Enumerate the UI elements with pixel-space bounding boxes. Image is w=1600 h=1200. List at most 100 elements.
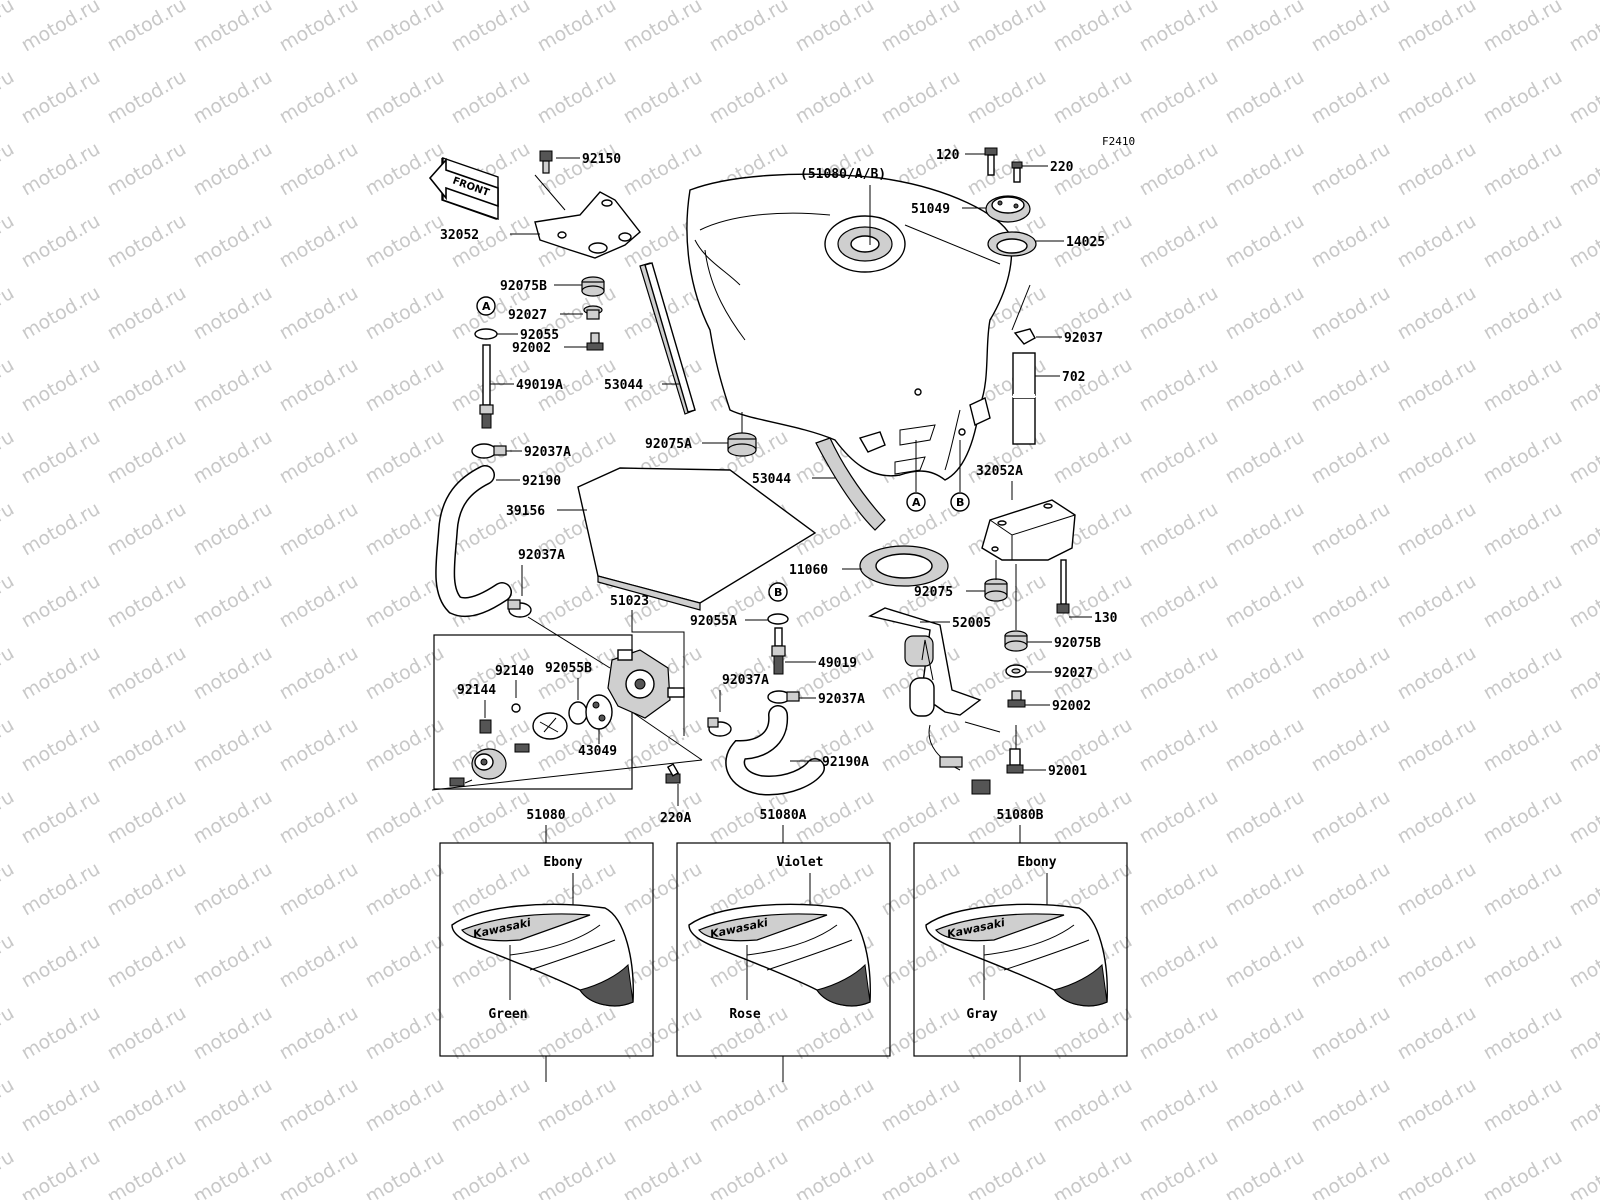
watermark-text: motod.ru <box>706 66 792 129</box>
watermark-text: motod.ru <box>276 210 362 273</box>
watermark-text: motod.ru <box>1394 498 1480 561</box>
watermark-text: motod.ru <box>104 642 190 705</box>
watermark-text: motod.ru <box>706 1074 792 1137</box>
label-92075: 92075 <box>914 585 953 600</box>
watermark-text: motod.ru <box>448 1146 534 1200</box>
watermark-text: motod.ru <box>1566 498 1600 561</box>
watermark-text: motod.ru <box>190 714 276 777</box>
watermark-text: motod.ru <box>534 1002 620 1065</box>
variant-frame <box>676 842 891 1057</box>
label-92140: 92140 <box>495 664 534 679</box>
variant-bottom-color: Rose <box>729 1007 760 1022</box>
variant-top-color: Violet <box>777 855 824 870</box>
variant-part-number: 51080A <box>760 808 807 823</box>
watermark-text: motod.ru <box>104 210 190 273</box>
watermark-text: motod.ru <box>534 1074 620 1137</box>
watermark-text: motod.ru <box>104 426 190 489</box>
watermark-text: motod.ru <box>1480 1002 1566 1065</box>
watermark-text: motod.ru <box>18 354 104 417</box>
watermark-text: motod.ru <box>0 210 18 273</box>
watermark-text: motod.ru <box>1480 498 1566 561</box>
clamp-92037a-mid-icon <box>767 690 800 704</box>
watermark-text: motod.ru <box>190 1074 276 1137</box>
watermark-text: motod.ru <box>1480 786 1566 849</box>
watermark-text: motod.ru <box>964 0 1050 56</box>
watermark-text: motod.ru <box>1222 66 1308 129</box>
watermark-text: motod.ru <box>0 1002 18 1065</box>
watermark-text: motod.ru <box>190 498 276 561</box>
watermark-text: motod.ru <box>1050 786 1136 849</box>
watermark-text: motod.ru <box>104 1074 190 1137</box>
watermark-text: motod.ru <box>1394 858 1480 921</box>
watermark-text: motod.ru <box>620 1074 706 1137</box>
watermark-text: motod.ru <box>362 786 448 849</box>
pad-53044-left-icon <box>639 262 696 415</box>
watermark-text: motod.ru <box>104 858 190 921</box>
watermark-text: motod.ru <box>1480 1074 1566 1137</box>
variant-frame <box>913 842 1128 1057</box>
label-32052: 32052 <box>440 228 479 243</box>
watermark-text: motod.ru <box>620 1146 706 1200</box>
watermark-text: motod.ru <box>1308 858 1394 921</box>
bolt-92002-left-icon <box>586 332 604 351</box>
screw-220-icon <box>1011 161 1023 183</box>
watermark-text: motod.ru <box>534 66 620 129</box>
watermark-text: motod.ru <box>362 210 448 273</box>
watermark-text: motod.ru <box>362 66 448 129</box>
screw-valve-upper-icon <box>514 743 530 753</box>
watermark-text: motod.ru <box>18 138 104 201</box>
watermark-text: motod.ru <box>276 1002 362 1065</box>
watermark-text: motod.ru <box>0 858 18 921</box>
watermark-text: motod.ru <box>0 282 18 345</box>
variant-bottom-color: Green <box>488 1007 527 1022</box>
watermark-text: motod.ru <box>1136 1002 1222 1065</box>
watermark-text: motod.ru <box>1566 642 1600 705</box>
valve-cover-icon <box>471 748 507 780</box>
label-92055a: 92055A <box>690 614 737 629</box>
watermark-text: motod.ru <box>276 570 362 633</box>
watermark-text: motod.ru <box>1308 1074 1394 1137</box>
watermark-text: motod.ru <box>1566 930 1600 993</box>
watermark-text: motod.ru <box>104 930 190 993</box>
watermark-text: motod.ru <box>792 66 878 129</box>
watermark-text: motod.ru <box>1566 0 1600 56</box>
watermark-text: motod.ru <box>18 210 104 273</box>
watermark-text: motod.ru <box>1222 1146 1308 1200</box>
watermark-text: motod.ru <box>190 1002 276 1065</box>
watermark-text: motod.ru <box>792 1074 878 1137</box>
label-92075b-right: 92075B <box>1054 636 1101 651</box>
watermark-text: motod.ru <box>878 66 964 129</box>
watermark-text: motod.ru <box>0 498 18 561</box>
watermark-text: motod.ru <box>1050 354 1136 417</box>
watermark-text: motod.ru <box>1222 1002 1308 1065</box>
watermark-text: motod.ru <box>104 498 190 561</box>
label-220: 220 <box>1050 160 1074 175</box>
clamp-92037a-left-icon <box>507 599 532 618</box>
watermark-text: motod.ru <box>1480 930 1566 993</box>
watermark-text: motod.ru <box>104 66 190 129</box>
watermark-text: motod.ru <box>18 66 104 129</box>
pad-53044-right-icon <box>815 437 886 531</box>
watermark-text: motod.ru <box>18 1074 104 1137</box>
watermark-text: motod.ru <box>1480 426 1566 489</box>
variant-part-number: 51080 <box>526 808 565 823</box>
label-11060: 11060 <box>789 563 828 578</box>
watermark-text: motod.ru <box>1222 786 1308 849</box>
grommet-92075b-right-icon <box>1004 630 1028 652</box>
watermark-text: motod.ru <box>104 786 190 849</box>
watermark-text: motod.ru <box>1480 354 1566 417</box>
callout-a-tank-letter: A <box>912 496 921 509</box>
bracket-32052-icon <box>534 191 641 259</box>
tank-side-icon <box>688 903 871 1007</box>
watermark-text: motod.ru <box>190 858 276 921</box>
watermark-text: motod.ru <box>276 354 362 417</box>
watermark-text: motod.ru <box>1394 1074 1480 1137</box>
watermark-text: motod.ru <box>1050 66 1136 129</box>
gasket-11060-icon <box>859 545 949 587</box>
watermark-text: motod.ru <box>1308 354 1394 417</box>
watermark-text: motod.ru <box>190 282 276 345</box>
watermark-text: motod.ru <box>18 426 104 489</box>
label-702: 702 <box>1062 370 1085 385</box>
cap-51049-icon <box>985 195 1031 223</box>
watermark-text: motod.ru <box>18 786 104 849</box>
